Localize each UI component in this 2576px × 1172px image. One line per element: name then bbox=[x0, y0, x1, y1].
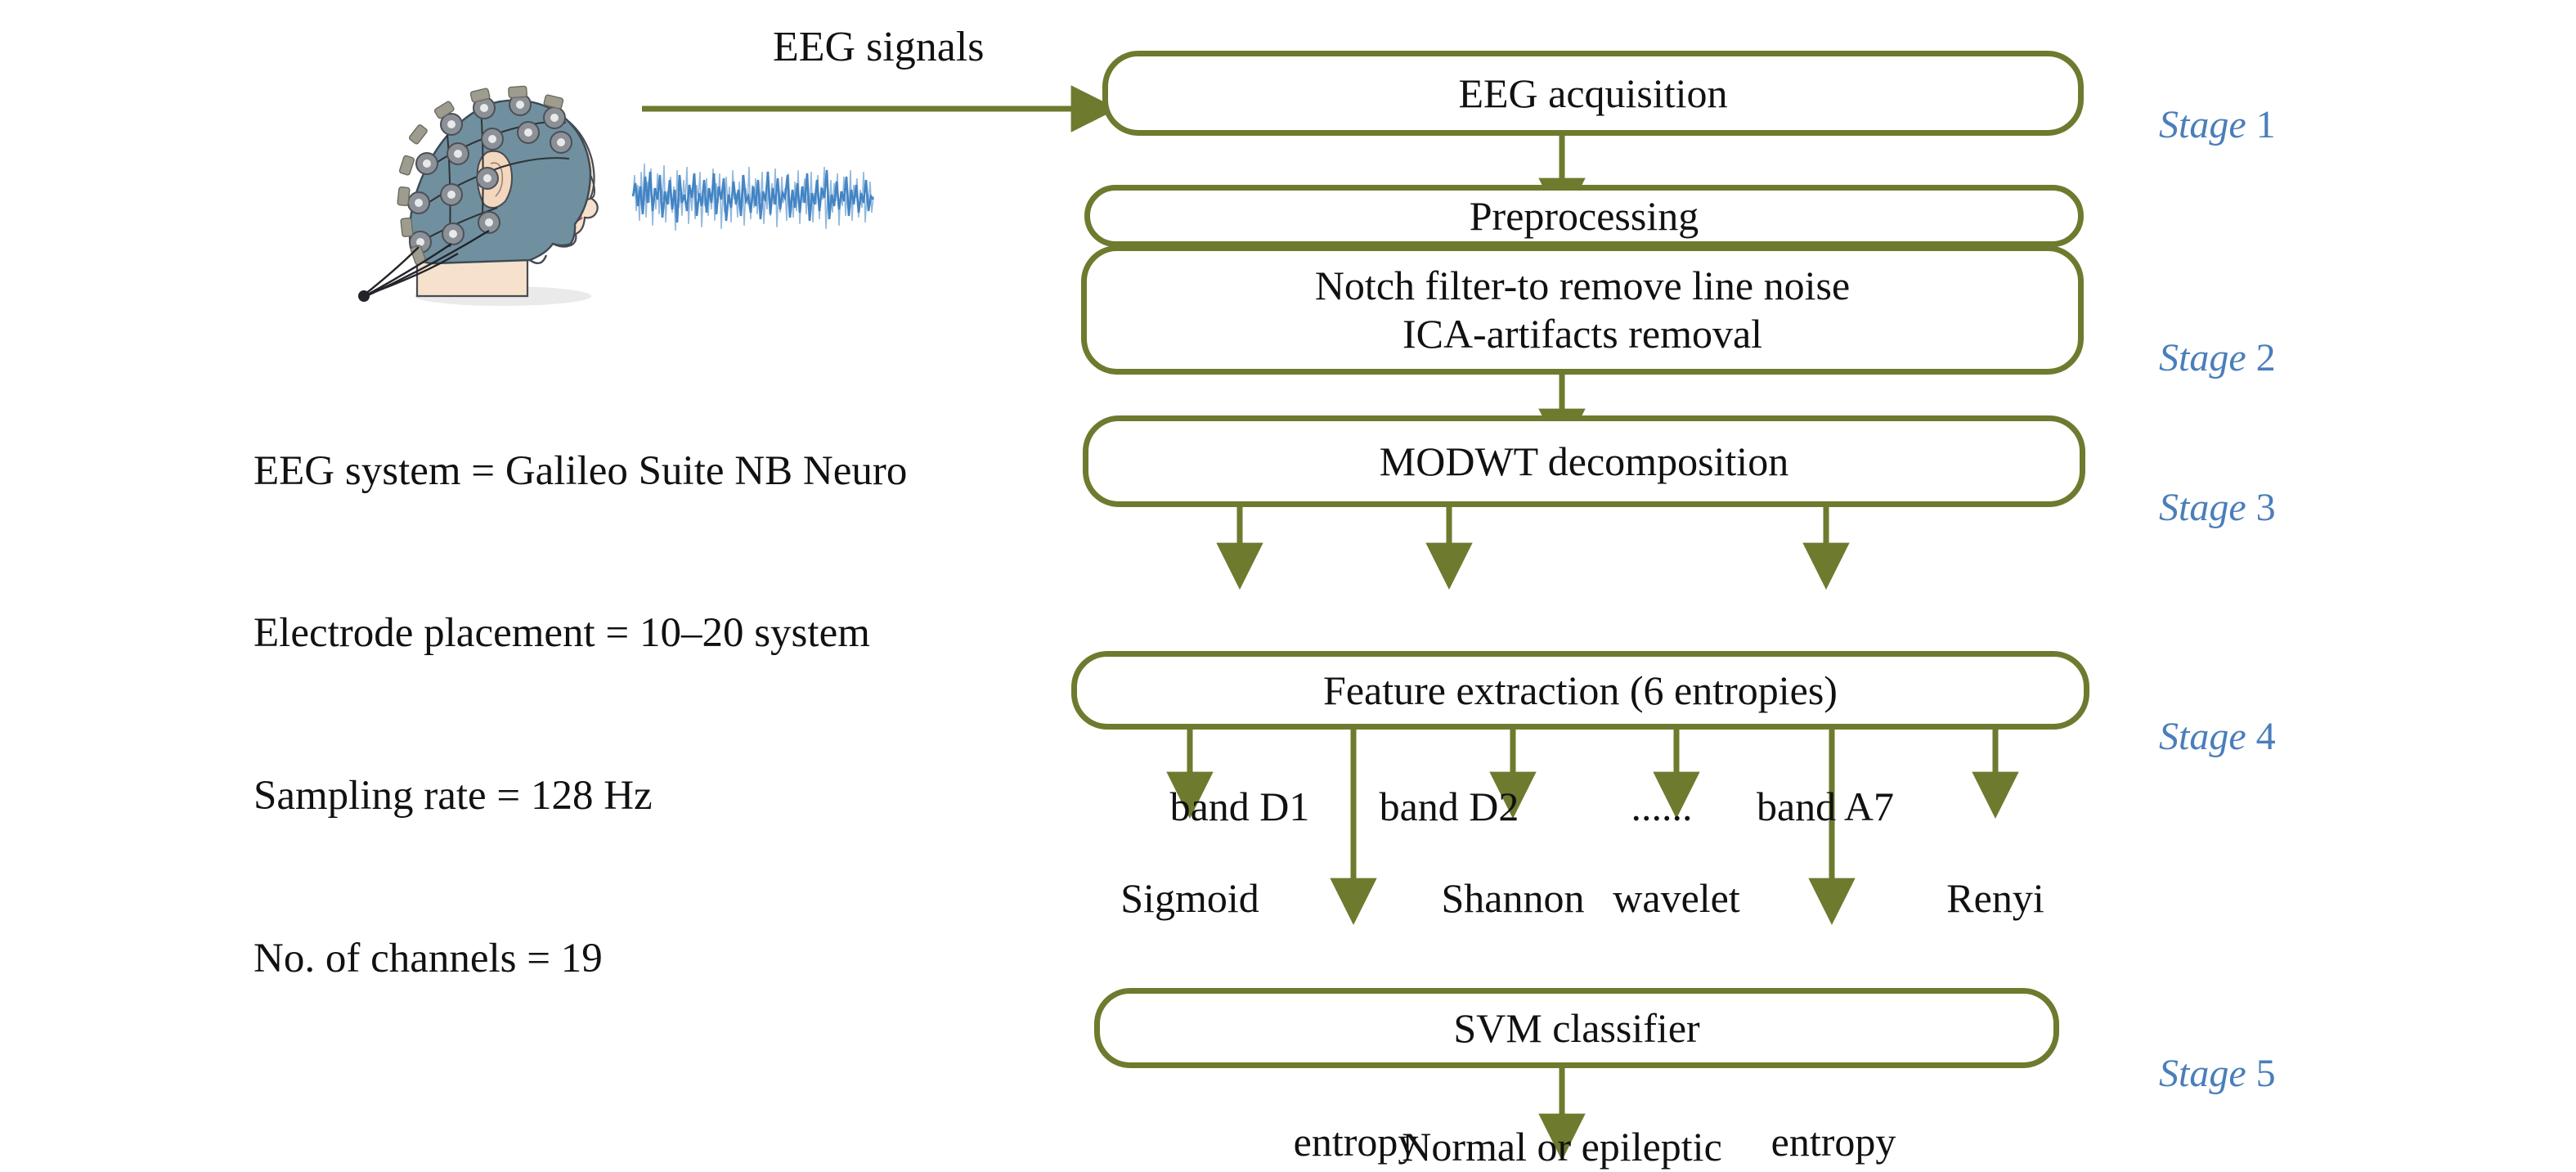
stage-word-3: Stage bbox=[2159, 486, 2246, 529]
box-preprocessing-detail[interactable]: Notch filter-to remove line noise ICA-ar… bbox=[1081, 245, 2084, 375]
entropy-shannon-line1: Shannon bbox=[1441, 875, 1585, 921]
stage-word-5: Stage bbox=[2159, 1052, 2246, 1095]
stage-number-5: 5 bbox=[2255, 1052, 2276, 1095]
subband-d2-line2: band D2 bbox=[1379, 784, 1519, 829]
subband-ellipsis-line2: ...... bbox=[1631, 784, 1693, 829]
subband-label-ellipsis: ...... bbox=[1564, 555, 1760, 921]
entropy-sure-line2: entropy bbox=[1770, 1119, 1896, 1165]
stage-label-1: Stage 1 bbox=[2120, 57, 2276, 192]
box-feature-extraction-label: Feature extraction (6 entropies) bbox=[1323, 667, 1838, 713]
stage-word-2: Stage bbox=[2159, 336, 2246, 379]
stage-word-4: Stage bbox=[2159, 715, 2246, 758]
box-eeg-acquisition[interactable]: EEG acquisition bbox=[1102, 51, 2084, 136]
info-line-eeg-system: EEG system = Galileo Suite NB Neuro bbox=[254, 447, 908, 494]
info-line-channels: No. of channels = 19 bbox=[254, 936, 603, 982]
box-modwt-decomposition[interactable]: MODWT decomposition bbox=[1083, 415, 2085, 507]
eeg-cap-head-icon bbox=[358, 85, 599, 306]
stage-number-1: 1 bbox=[2255, 103, 2276, 146]
stage-label-4: Stage 4 bbox=[2120, 669, 2276, 804]
eeg-waveform-icon bbox=[631, 163, 875, 231]
stage-number-4: 4 bbox=[2255, 715, 2276, 758]
box-svm-classifier-label: SVM classifier bbox=[1453, 1004, 1700, 1051]
stage-number-3: 3 bbox=[2255, 486, 2276, 529]
eeg-signals-label: EEG signals bbox=[773, 24, 985, 70]
box-eeg-acquisition-label: EEG acquisition bbox=[1458, 70, 1728, 116]
stage-label-5: Stage 5 bbox=[2120, 1006, 2276, 1141]
acquisition-info-block: EEG system = Galileo Suite NB Neuro Elec… bbox=[254, 335, 907, 1094]
stage-label-3: Stage 3 bbox=[2120, 440, 2276, 575]
entropy-tsallis-line2: entropy bbox=[1293, 1119, 1419, 1165]
box-preprocessing-label: Preprocessing bbox=[1469, 192, 1699, 239]
entropy-wavelet-line1: wavelet bbox=[1613, 875, 1740, 921]
preprocessing-detail-line-2: ICA-artifacts removal bbox=[1402, 311, 1763, 357]
box-feature-extraction[interactable]: Feature extraction (6 entropies) bbox=[1071, 651, 2089, 730]
entropy-sigmoid-line1: Sigmoid bbox=[1120, 875, 1259, 921]
output-label: Normal or epileptic bbox=[1402, 1124, 1722, 1170]
box-preprocessing[interactable]: Preprocessing bbox=[1084, 185, 2084, 247]
info-line-sampling-rate: Sampling rate = 128 Hz bbox=[254, 773, 653, 820]
subband-a7-line2: band A7 bbox=[1756, 784, 1895, 829]
stage-word-1: Stage bbox=[2159, 103, 2246, 146]
info-line-electrode-placement: Electrode placement = 10–20 system bbox=[254, 610, 870, 657]
entropy-label-renyi: Renyi entropy bbox=[1897, 784, 2094, 1150]
stage-number-2: 2 bbox=[2255, 336, 2276, 379]
box-modwt-label: MODWT decomposition bbox=[1379, 438, 1789, 484]
preprocessing-detail-line-1: Notch filter-to remove line noise bbox=[1314, 263, 1851, 308]
box-svm-classifier[interactable]: SVM classifier bbox=[1094, 988, 2059, 1068]
entropy-renyi-line1: Renyi bbox=[1946, 875, 2044, 921]
stage-label-2: Stage 2 bbox=[2120, 290, 2276, 425]
subband-d1-line2: band D1 bbox=[1169, 784, 1310, 829]
